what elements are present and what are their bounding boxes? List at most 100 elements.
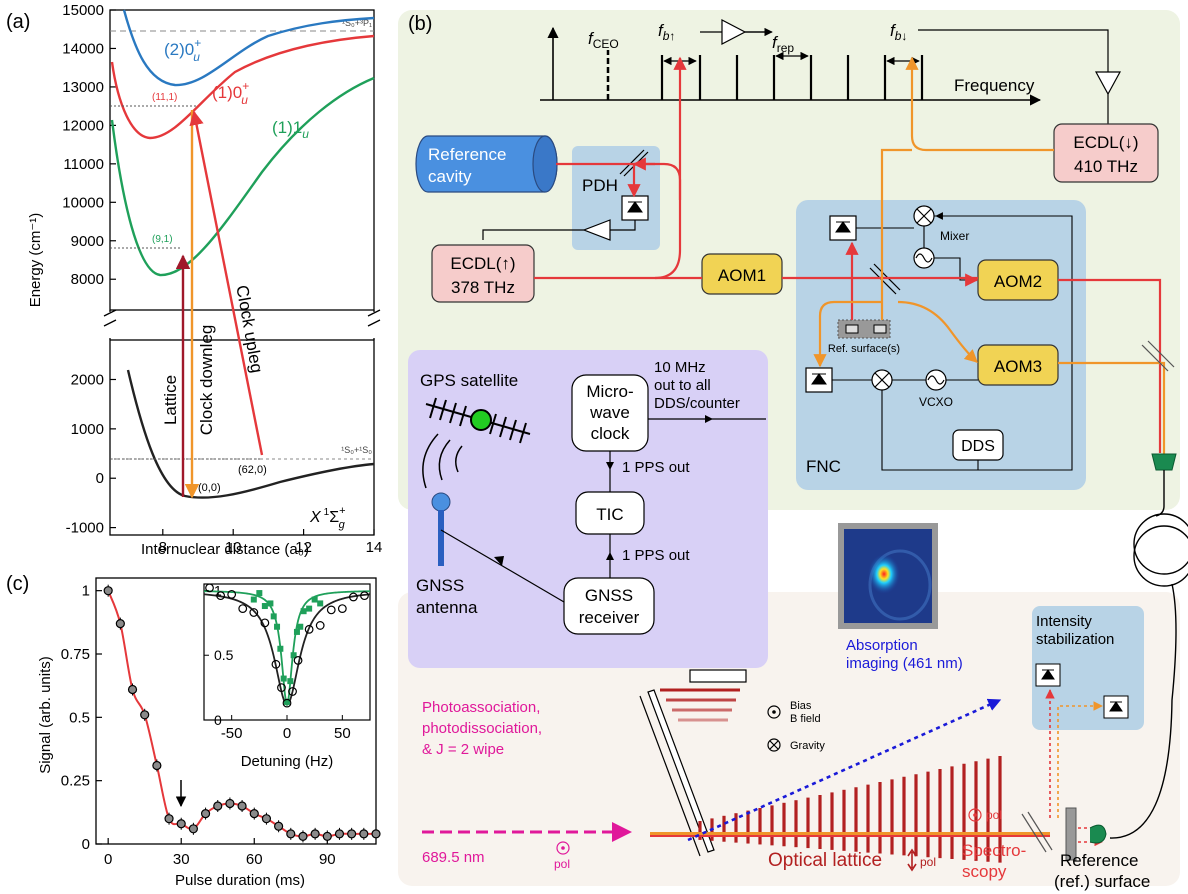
ecdl-down-box	[1053, 123, 1159, 183]
pol-label-magenta: pol	[554, 857, 570, 871]
vcxo-label: VCXO	[919, 395, 953, 409]
y-tick-label-upper: 9000	[71, 233, 104, 250]
frep-label: frep	[772, 33, 794, 55]
data-point	[334, 829, 345, 839]
inset-point-open	[315, 621, 325, 630]
x-tick-label: 10	[225, 539, 242, 556]
aom3-label: AOM3	[994, 357, 1042, 376]
c-y-tick-label: 1	[82, 583, 90, 600]
gnss-antenna-label-1: GNSS	[416, 576, 464, 595]
pa-label-2: photodissociation,	[422, 720, 542, 737]
data-point	[359, 829, 369, 839]
pps-out-label-2: 1 PPS out	[622, 547, 690, 564]
ecdl-up-box	[431, 244, 535, 303]
pps-out-label-1: 1 PPS out	[622, 459, 690, 476]
axis-break-gap	[104, 313, 380, 338]
y-tick-label-upper: 11000	[63, 156, 104, 173]
data-point	[213, 801, 223, 811]
level-9-1: (9,1)	[152, 234, 173, 245]
c-y-tick-label: 0.75	[61, 646, 90, 663]
axis-label-signal: Signal (arb. units)	[37, 656, 54, 774]
data-point	[200, 808, 211, 819]
curve-ground	[126, 369, 375, 499]
microwave-clock-label-2: wave	[589, 403, 630, 422]
spectroscopy-label-1: Spectro-	[962, 841, 1026, 860]
inset-point-green	[311, 596, 318, 603]
data-point	[115, 618, 125, 629]
inset-x-tick-label: 50	[334, 725, 351, 742]
level-62-0: (62,0)	[238, 464, 267, 476]
aom3-box	[977, 344, 1059, 386]
atom-cloud	[868, 554, 900, 594]
c-x-tick-label: 60	[246, 851, 263, 868]
absorption-label-1: Absorption	[846, 637, 918, 654]
data-point	[249, 808, 259, 819]
data-point	[103, 586, 113, 596]
panel-b: (b) Frequency fCEO fb↑ fb↓ frep	[398, 10, 1188, 891]
inset-x-tick-label: -50	[221, 725, 243, 742]
inset-point-open	[271, 659, 281, 669]
inset-points	[205, 583, 369, 708]
panel-label-a: (a)	[6, 11, 30, 33]
inset-point-open	[216, 591, 226, 601]
axis-label-energy: Energy (cm⁻¹)	[27, 213, 44, 308]
inset-y-tick-label: 0	[214, 712, 222, 728]
comb-teeth	[660, 55, 924, 100]
pickoff-window	[1021, 813, 1047, 853]
panel-c: (c) Signal (arb. units) Pulse duration (…	[6, 573, 381, 889]
fb-down-label: fb↓	[890, 21, 907, 43]
fiber-coupler-bottom	[1089, 824, 1107, 844]
data-point	[274, 821, 284, 831]
curve-label-1-0u: (1)0+u	[212, 79, 249, 107]
optical-lattice	[660, 688, 1002, 863]
gnss-receiver-box	[563, 577, 655, 635]
orange-beam	[905, 56, 1054, 152]
gravity-label: Gravity	[790, 740, 825, 752]
inset-point-green	[256, 590, 263, 597]
c-x-tick-label: 0	[104, 851, 112, 868]
frequency-axis-label: Frequency	[954, 76, 1035, 95]
ecdl-down-freq: 410 THz	[1074, 157, 1138, 176]
pa-label-3: & J = 2 wipe	[422, 741, 504, 758]
label-lattice: Lattice	[161, 375, 180, 425]
plot-frame-lower	[109, 339, 375, 536]
inset-x-tick-label: 0	[283, 725, 291, 742]
fb-up-label: fb↑	[658, 21, 675, 43]
data-point	[140, 710, 150, 720]
bias-field-icon	[767, 705, 781, 719]
data-point	[225, 798, 235, 809]
red-beam	[534, 276, 1162, 453]
arrow-clock-upleg	[189, 110, 264, 456]
inset-point-open	[260, 618, 270, 628]
inset-point-green	[306, 605, 313, 612]
satellite-icon	[422, 397, 531, 489]
inset-point-open	[249, 608, 259, 617]
c-x-tick-label: 90	[319, 851, 336, 868]
pa-label-1: Photoassociation,	[422, 699, 540, 716]
inset-xlabel: Detuning (Hz)	[241, 753, 334, 770]
intensity-label-2: stabilization	[1036, 631, 1114, 648]
y-tick-label-upper: 8000	[71, 271, 104, 288]
gnss-antenna-label-2: antenna	[416, 598, 478, 617]
inset-point-green	[250, 596, 257, 603]
y-tick-label-lower: 1000	[71, 421, 104, 438]
inset-point-green	[274, 623, 281, 630]
fceo-label: fCEO	[588, 29, 619, 51]
y-tick-label-lower: -1000	[66, 520, 104, 537]
panel-a: (a) Energy (cm⁻¹) Internuclear distance …	[6, 2, 382, 558]
inset-point-open	[205, 583, 214, 593]
microwave-clock-label-1: Micro-	[586, 382, 633, 401]
data-point	[164, 814, 174, 824]
y-tick-label-upper: 10000	[62, 194, 104, 211]
gnss-receiver-label-1: GNSS	[585, 586, 633, 605]
inset-y-tick-label: 0.5	[214, 647, 234, 663]
label-clock-downleg: Clock downleg	[197, 325, 216, 436]
aom1-label: AOM1	[718, 266, 766, 285]
pol-updown-icon	[907, 848, 917, 872]
data-point	[152, 760, 162, 771]
inset-frame	[203, 583, 371, 721]
